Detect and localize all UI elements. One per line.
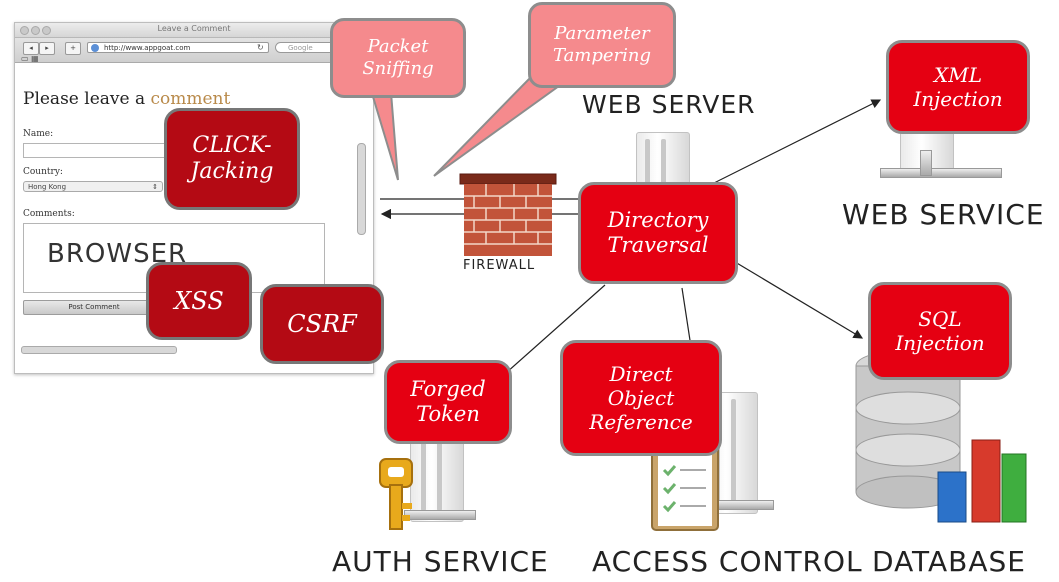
web-service-pipe: [880, 168, 1002, 178]
comments-label: Comments:: [23, 209, 75, 219]
access-control-label: ACCESS CONTROL: [592, 545, 863, 578]
back-button[interactable]: ◂: [23, 42, 39, 55]
web-service-label: WEB SERVICE: [842, 198, 1045, 231]
name-field[interactable]: [23, 143, 165, 158]
page-heading-prefix: Please leave a: [23, 89, 151, 109]
web-service-stem: [920, 150, 932, 176]
parameter-tampering-tail: [433, 77, 570, 177]
minimize-window-button[interactable]: [31, 26, 40, 35]
post-comment-button[interactable]: Post Comment: [23, 300, 165, 315]
globe-icon: [91, 44, 99, 52]
country-label: Country:: [23, 167, 63, 177]
window-title: Leave a Comment: [157, 24, 231, 33]
auth-server-icon: [410, 430, 464, 522]
arrow-to-database: [714, 249, 864, 339]
packet-sniffing-callout: Packet Sniffing: [330, 18, 466, 98]
firewall-icon: [459, 173, 557, 256]
zoom-window-button[interactable]: [42, 26, 51, 35]
sql-injection-box: SQL Injection: [868, 282, 1012, 380]
bookmarks-icon[interactable]: ▭ ▦: [21, 54, 39, 63]
search-placeholder: Google: [288, 44, 313, 52]
web-server-label: WEB SERVER: [582, 90, 756, 119]
auth-service-label: AUTH SERVICE: [332, 545, 549, 578]
xml-injection-box: XML Injection: [886, 40, 1030, 134]
page-heading: Please leave a comment: [23, 89, 230, 109]
browser-toolbar: ◂ ▸ + http://www.appgoat.com ↻ Google ▭ …: [15, 38, 373, 63]
vertical-scrollbar[interactable]: [357, 143, 366, 235]
database-label: DATABASE: [872, 545, 1026, 578]
horizontal-scrollbar[interactable]: [21, 346, 177, 354]
directory-traversal-box: Directory Traversal: [578, 182, 738, 284]
page-heading-highlight: comment: [150, 89, 231, 109]
browser-titlebar: Leave a Comment: [15, 23, 373, 38]
country-select[interactable]: Hong Kong ⇕: [23, 181, 163, 192]
firewall-label: FIREWALL: [463, 258, 536, 273]
url-text: http://www.appgoat.com: [104, 44, 191, 52]
select-arrow-icon: ⇕: [152, 183, 158, 191]
parameter-tampering-callout: Parameter Tampering: [528, 2, 676, 88]
arrow-to-web-service: [689, 99, 882, 196]
direct-object-reference-box: Direct Object Reference: [560, 340, 722, 456]
name-label: Name:: [23, 129, 54, 139]
forward-button[interactable]: ▸: [39, 42, 55, 55]
url-input[interactable]: http://www.appgoat.com: [87, 42, 269, 53]
add-bookmark-button[interactable]: +: [65, 42, 81, 55]
csrf-box: CSRF: [260, 284, 384, 364]
forged-token-box: Forged Token: [384, 360, 512, 444]
close-window-button[interactable]: [20, 26, 29, 35]
reload-icon[interactable]: ↻: [257, 43, 264, 52]
key-icon: [379, 458, 413, 530]
xss-box: XSS: [146, 262, 252, 340]
country-value: Hong Kong: [28, 183, 67, 191]
click-jacking-box: CLICK- Jacking: [164, 108, 300, 210]
